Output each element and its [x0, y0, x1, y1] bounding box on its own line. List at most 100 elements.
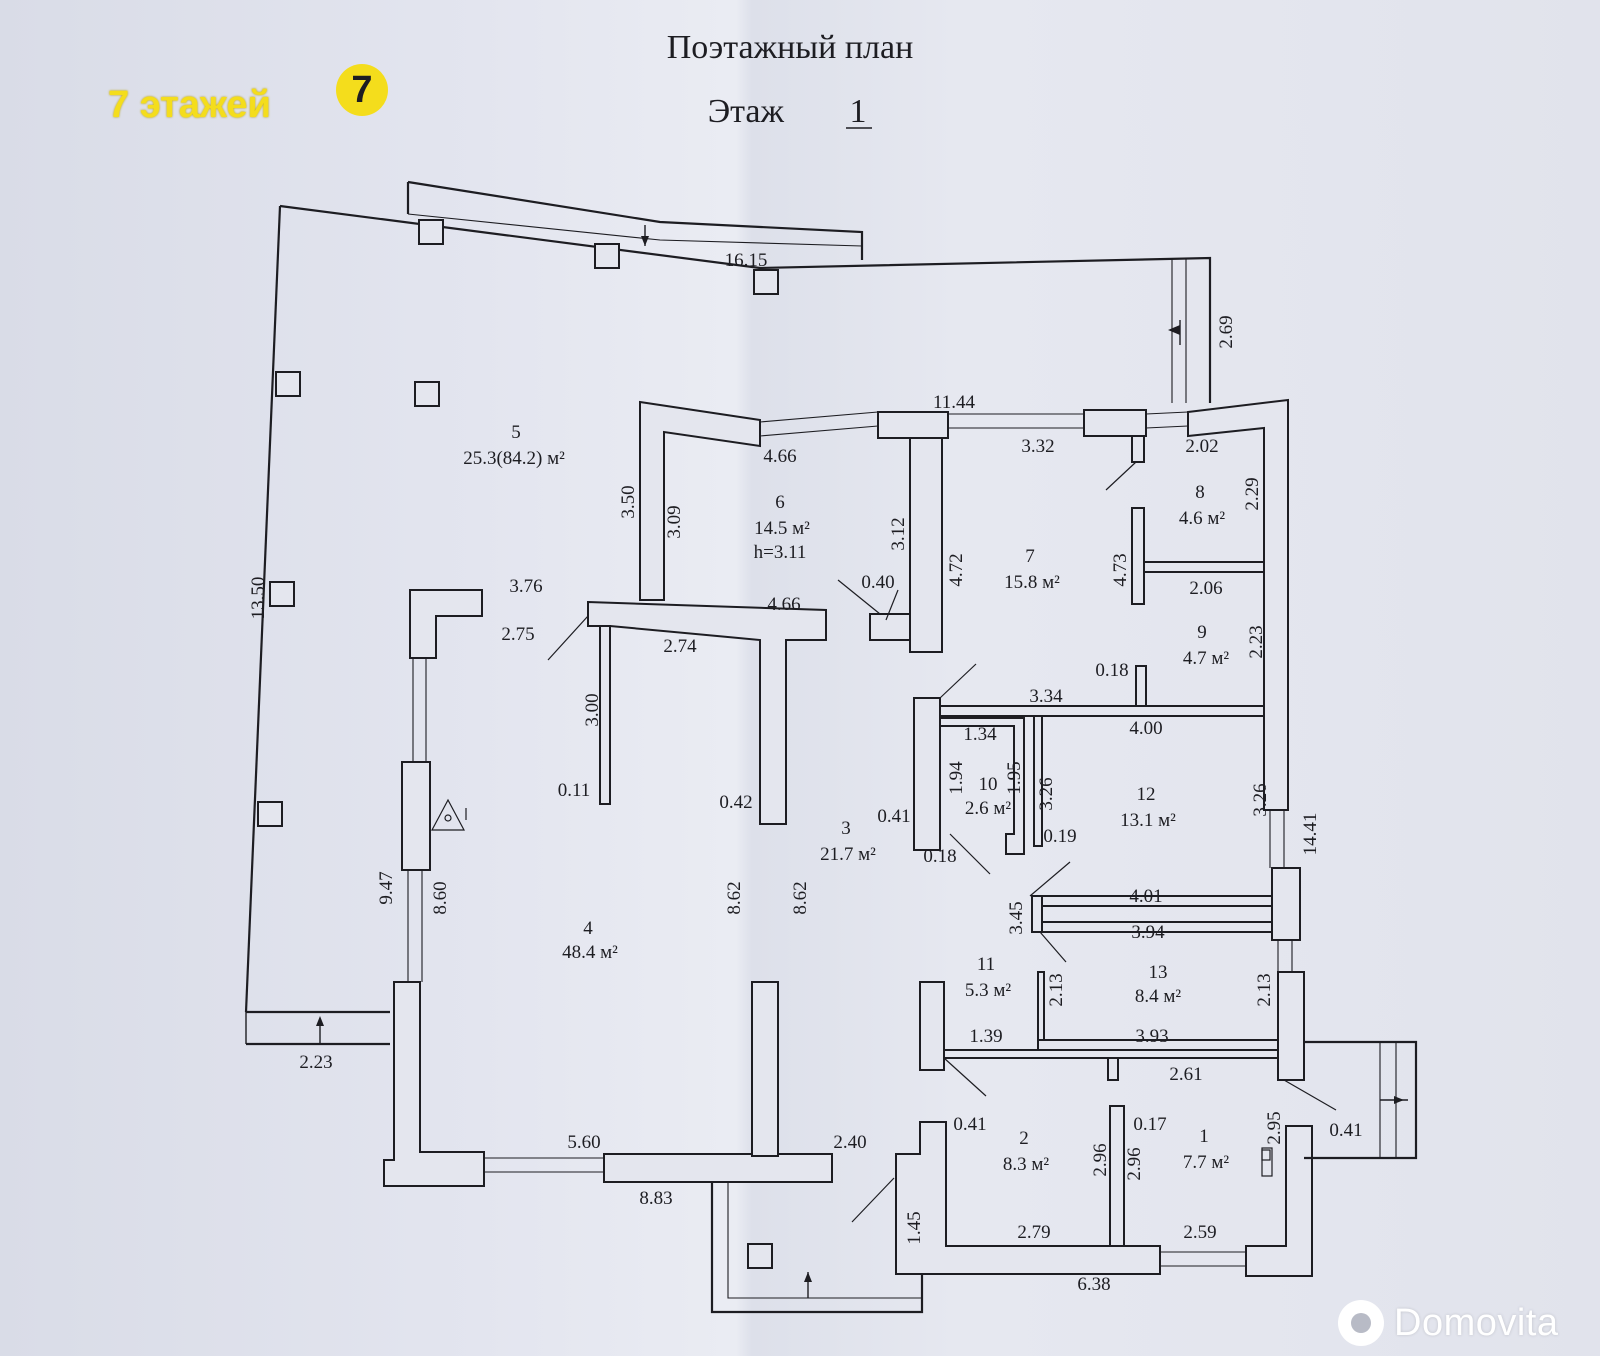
room-7-label: 7 15.8 м² — [1004, 546, 1060, 593]
dimension-label: 2.23 — [299, 1052, 332, 1073]
svg-text:h=3.11: h=3.11 — [754, 542, 807, 563]
dimension-label: 4.01 — [1129, 886, 1162, 907]
terrace-columns — [257, 219, 779, 1269]
plan-title-floor-label: Этаж — [708, 93, 785, 130]
dimension-label: 1.45 — [904, 1211, 925, 1244]
dimension-label: 2.23 — [1246, 625, 1267, 658]
dimension-label: 0.18 — [923, 846, 956, 867]
dimension-label: 3.26 — [1036, 777, 1057, 810]
dimension-label: 1.39 — [969, 1026, 1002, 1047]
dimension-label: 2.02 — [1185, 436, 1218, 457]
watermark: Domovita — [1338, 1296, 1600, 1356]
dimension-label: 3.26 — [1250, 783, 1271, 816]
dimension-label: 5.60 — [567, 1132, 600, 1153]
dimension-label: 3.12 — [888, 517, 909, 550]
dimension-label: 0.41 — [877, 806, 910, 827]
dimension-label: 8.62 — [724, 881, 745, 914]
watermark-logo-icon — [1338, 1300, 1384, 1346]
svg-text:4.7 м²: 4.7 м² — [1183, 648, 1230, 669]
svg-text:2: 2 — [1019, 1128, 1029, 1149]
dimension-label: 3.93 — [1135, 1026, 1168, 1047]
dimension-label: 1.34 — [963, 724, 997, 745]
svg-text:1: 1 — [1199, 1126, 1209, 1147]
dimension-label: 2.61 — [1169, 1064, 1202, 1085]
svg-text:3: 3 — [841, 818, 851, 839]
plan-title-line1: Поэтажный план — [667, 29, 914, 66]
dimension-label: 16.15 — [725, 250, 768, 271]
dimension-label: 4.73 — [1110, 553, 1131, 586]
svg-text:21.7 м²: 21.7 м² — [820, 844, 876, 865]
dimension-label: 3.09 — [664, 505, 685, 538]
svg-text:7.7 м²: 7.7 м² — [1183, 1152, 1230, 1173]
dimension-label: 4.00 — [1129, 718, 1162, 739]
dimension-label: 3.34 — [1029, 686, 1063, 707]
dimension-label: 0.18 — [1095, 660, 1128, 681]
dimension-label: 13.50 — [248, 577, 269, 620]
dimension-label: 0.41 — [953, 1114, 986, 1135]
room-1-label: 1 7.7 м² — [1183, 1126, 1230, 1173]
dimension-label: 11.44 — [933, 392, 976, 413]
svg-text:4.6 м²: 4.6 м² — [1179, 508, 1226, 529]
room-2-label: 2 8.3 м² — [1003, 1128, 1050, 1175]
plan-title-floor-number: 1 — [850, 93, 867, 130]
watermark-text: Domovita — [1394, 1302, 1559, 1344]
room-13-label: 13 8.4 м² — [1135, 962, 1182, 1007]
brand-logo-badge-icon: 7 — [336, 64, 388, 116]
dimension-label: 8.83 — [639, 1188, 672, 1209]
svg-text:13: 13 — [1149, 962, 1168, 983]
dimension-label: 2.96 — [1090, 1143, 1111, 1176]
svg-text:12: 12 — [1137, 784, 1156, 805]
dimension-label: 0.41 — [1329, 1120, 1362, 1141]
svg-text:11: 11 — [977, 954, 995, 975]
svg-text:2.6 м²: 2.6 м² — [965, 798, 1012, 819]
dimension-label: 2.75 — [501, 624, 534, 645]
dimension-label: 0.40 — [861, 572, 894, 593]
svg-text:9: 9 — [1197, 622, 1207, 643]
dimension-label: 0.11 — [558, 780, 591, 801]
dimension-label: 2.96 — [1124, 1147, 1145, 1180]
svg-text:5.3 м²: 5.3 м² — [965, 980, 1012, 1001]
room-3-label: 3 21.7 м² — [820, 818, 876, 865]
svg-text:10: 10 — [979, 774, 998, 795]
dimension-label: 3.94 — [1131, 922, 1165, 943]
room-12-label: 12 13.1 м² — [1120, 784, 1176, 831]
dimension-label: 8.60 — [430, 881, 451, 914]
svg-text:8.4 м²: 8.4 м² — [1135, 986, 1182, 1007]
dimension-label: 2.95 — [1264, 1111, 1285, 1144]
dimension-label: 8.62 — [790, 881, 811, 914]
dimension-label: 4.66 — [767, 594, 800, 615]
dimension-label: 0.42 — [719, 792, 752, 813]
room-10-label: 10 2.6 м² — [965, 774, 1012, 819]
dimension-label: 2.06 — [1189, 578, 1222, 599]
dimension-label: 0.19 — [1043, 826, 1076, 847]
interior-walls — [587, 435, 1279, 1247]
svg-text:15.8 м²: 15.8 м² — [1004, 572, 1060, 593]
svg-text:5: 5 — [511, 422, 521, 443]
dimension-label: 2.13 — [1254, 973, 1275, 1006]
dimension-label: 4.66 — [763, 446, 796, 467]
dimension-label: 2.13 — [1046, 973, 1067, 1006]
dimension-label: 3.32 — [1021, 436, 1054, 457]
room-8-label: 8 4.6 м² — [1179, 482, 1226, 529]
svg-text:6: 6 — [775, 492, 785, 513]
svg-text:7: 7 — [1025, 546, 1035, 567]
dimension-label: 9.47 — [376, 871, 397, 904]
svg-text:4: 4 — [583, 918, 593, 939]
room-6-label: 6 14.5 м² h=3.11 — [754, 492, 811, 563]
dimension-label: 2.69 — [1216, 315, 1237, 348]
dimension-label: 2.29 — [1242, 477, 1263, 510]
plan-title: Поэтажный план Этаж 1 — [667, 29, 914, 130]
dimension-label: 6.38 — [1077, 1274, 1110, 1295]
dimension-label: 14.41 — [1300, 813, 1321, 856]
svg-text:13.1 м²: 13.1 м² — [1120, 810, 1176, 831]
room-11-label: 11 5.3 м² — [965, 954, 1012, 1001]
room-labels: 5 25.3(84.2) м² 6 14.5 м² h=3.11 7 15.8 … — [463, 422, 1229, 1175]
room-9-label: 9 4.7 м² — [1183, 622, 1230, 669]
svg-text:14.5 м²: 14.5 м² — [754, 518, 810, 539]
svg-text:8.3 м²: 8.3 м² — [1003, 1154, 1050, 1175]
dimension-labels: 16.15 2.69 11.44 4.66 3.32 2.02 3.50 3.0… — [248, 250, 1363, 1295]
dimension-label: 4.72 — [946, 553, 967, 586]
dimension-label: 1.95 — [1004, 761, 1025, 794]
dimension-label: 3.00 — [582, 693, 603, 726]
